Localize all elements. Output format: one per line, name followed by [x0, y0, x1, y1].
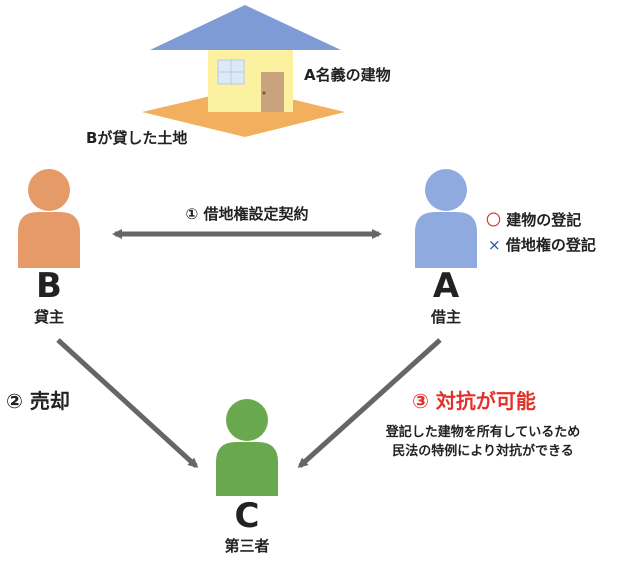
- person-b-role: 貸主: [33, 308, 65, 326]
- land-plot: [142, 88, 345, 137]
- house-door: [261, 72, 284, 112]
- person-b-letter: B: [36, 266, 62, 306]
- reason-line-1: 登記した建物を所有しているため: [385, 425, 581, 440]
- house-window: [217, 59, 245, 85]
- door-knob: [262, 91, 266, 95]
- person-c-icon: [216, 399, 278, 496]
- building-registration-label: 建物の登記: [506, 211, 582, 229]
- land-right-registration-label: 借地権の登記: [505, 236, 596, 254]
- contract-label: ① 借地権設定契約: [185, 205, 309, 223]
- cross-icon: ×: [488, 236, 501, 254]
- person-a-letter: A: [432, 266, 460, 306]
- land-label: Bが貸した土地: [86, 129, 188, 147]
- land-right-registration-row: × 借地権の登記: [488, 236, 596, 254]
- sale-label: ② 売却: [6, 389, 70, 413]
- opposable-label: ③ 対抗が可能: [412, 389, 536, 413]
- person-c-letter: C: [234, 496, 260, 536]
- building-label: A名義の建物: [304, 66, 391, 84]
- house-roof: [150, 5, 341, 50]
- building-registration-row: 〇 建物の登記: [486, 211, 582, 229]
- person-c-role: 第三者: [224, 537, 270, 555]
- reason-line-2: 民法の特例により対抗ができる: [392, 443, 574, 459]
- sale-arrow: [56, 338, 199, 469]
- check-circle-icon: 〇: [486, 211, 502, 229]
- opposable-arrow: [297, 338, 442, 469]
- person-b-icon: [18, 169, 80, 268]
- house-icon: [150, 5, 341, 112]
- opposable-reason: 登記した建物を所有しているため 民法の特例により対抗ができる: [386, 424, 581, 462]
- person-a-icon: [415, 169, 477, 268]
- person-a-role: 借主: [430, 308, 462, 326]
